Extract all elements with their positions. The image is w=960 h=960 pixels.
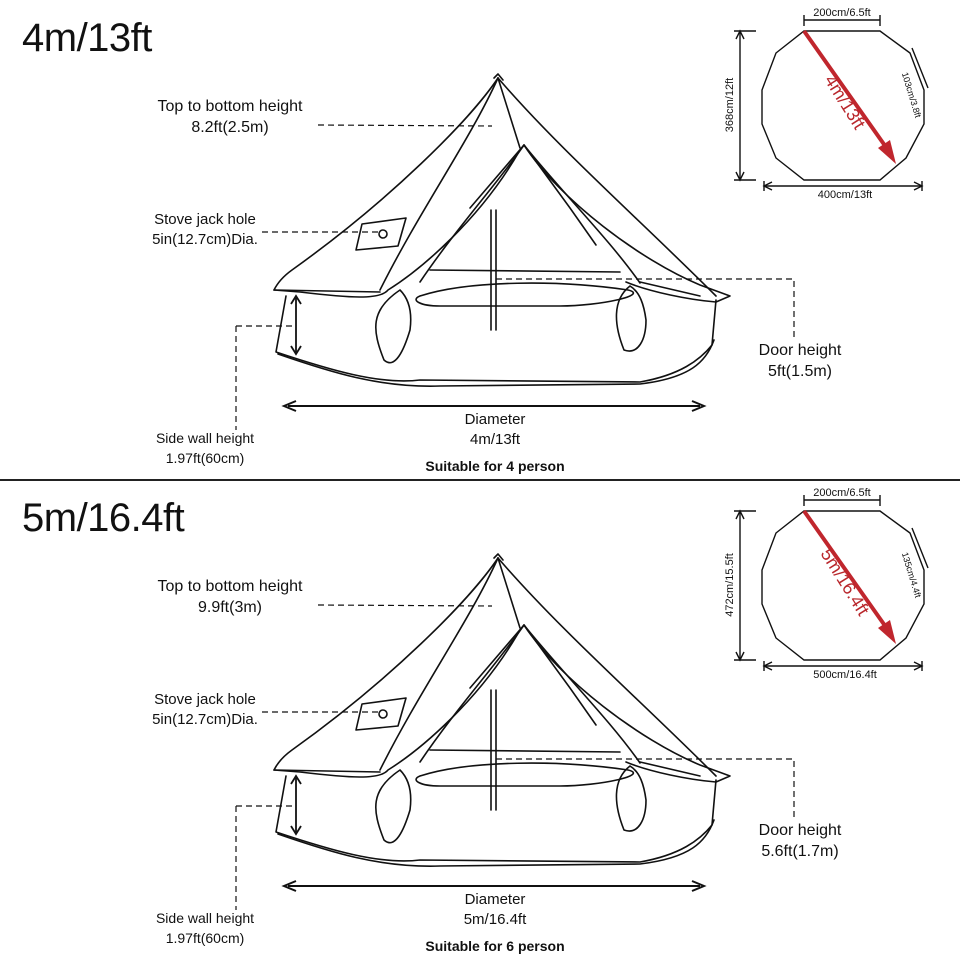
roof-outline	[273, 557, 731, 783]
roof-seam-right	[497, 77, 717, 297]
top-height-value: 9.9ft(3m)	[197, 599, 262, 616]
door-frame	[419, 144, 641, 284]
inner-back-wall	[429, 269, 621, 273]
stove-caption: Stove jack hole	[154, 691, 256, 708]
plan-height-label: 472cm/15.5ft	[724, 553, 736, 617]
panel-divider	[0, 479, 960, 481]
side-wall-label: Side wall height 1.97ft(60cm)	[140, 908, 270, 948]
wall-leader	[235, 805, 296, 910]
floor-plan	[734, 15, 929, 191]
floor	[277, 819, 715, 867]
left-flap	[375, 289, 412, 364]
door-label: Door height 5ft(1.5m)	[740, 340, 860, 382]
height-leader	[317, 604, 493, 607]
size-title: 4m/13ft	[22, 16, 152, 60]
right-flap	[615, 765, 647, 832]
plan-width-label: 400cm/13ft	[817, 189, 873, 201]
inner-floor	[415, 282, 635, 307]
size-title: 5m/16.4ft	[22, 496, 185, 540]
side-wall-caption: Side wall height	[155, 430, 255, 446]
door-frame	[419, 624, 641, 764]
stove-label: Stove jack hole 5in(12.7cm)Dia.	[140, 210, 270, 250]
diameter-caption: Diameter	[464, 891, 526, 908]
top-edge-dim	[803, 15, 881, 26]
roof-seam-front	[497, 77, 521, 149]
stove-caption: Stove jack hole	[154, 211, 256, 228]
height-dim	[734, 510, 756, 661]
side-wall	[275, 295, 717, 383]
tent-diagram	[235, 73, 795, 430]
height-dim	[734, 30, 756, 181]
top-height-caption: Top to bottom height	[157, 98, 303, 115]
guy-line-right	[639, 281, 701, 297]
stove-value: 5in(12.7cm)Dia.	[152, 711, 258, 728]
height-leader	[317, 124, 493, 127]
wall-leader	[235, 325, 296, 430]
plan-width-label: 500cm/16.4ft	[813, 669, 877, 681]
roof-seam-front	[497, 557, 521, 629]
roof-seam-right	[497, 557, 717, 777]
diameter-red-arrowhead	[878, 140, 896, 164]
inner-back-wall	[429, 749, 621, 753]
guy-line-left	[273, 289, 381, 293]
door-rope-left	[469, 144, 525, 209]
door-rope-right	[523, 624, 597, 726]
panel-4m: 4m/13ft	[22, 7, 929, 474]
stove-jack-patch	[355, 217, 407, 251]
side-wall	[275, 775, 717, 863]
floor-plan	[734, 495, 929, 671]
plan-top-edge-label: 200cm/6.5ft	[813, 487, 871, 499]
side-wall-caption: Side wall height	[155, 910, 255, 926]
diameter-red-arrowhead	[878, 620, 896, 644]
stove-value: 5in(12.7cm)Dia.	[152, 231, 258, 248]
door-rope-right	[523, 144, 597, 246]
panel-5m: 5m/16.4ft	[0, 480, 960, 960]
plan-top-edge-label: 200cm/6.5ft	[813, 7, 871, 19]
roof-seam-left	[379, 77, 499, 291]
diameter-red-arrow	[802, 29, 890, 152]
roof-outline	[273, 77, 731, 303]
side-wall-value: 1.97ft(60cm)	[165, 450, 245, 466]
diameter-label: Diameter 5m/16.4ft	[420, 890, 570, 930]
diameter-label: Diameter 4m/13ft	[420, 410, 570, 450]
capacity-label: Suitable for 6 person	[425, 938, 565, 954]
door-value: 5ft(1.5m)	[767, 363, 832, 380]
diameter-red-arrow	[802, 509, 890, 632]
side-edge-dim	[911, 527, 929, 569]
door-caption: Door height	[758, 342, 842, 359]
top-height-label: Top to bottom height 9.9ft(3m)	[140, 576, 320, 618]
diameter-caption: Diameter	[464, 411, 526, 428]
stove-jack-patch	[355, 697, 407, 731]
plan-height-label: 368cm/12ft	[724, 77, 736, 133]
top-height-label: Top to bottom height 8.2ft(2.5m)	[140, 96, 320, 138]
capacity-label: Suitable for 4 person	[425, 458, 565, 474]
dodecagon-outline	[761, 30, 925, 181]
dodecagon-outline	[761, 510, 925, 661]
apex-tip	[493, 73, 504, 81]
tent-diagram	[235, 553, 795, 910]
top-height-caption: Top to bottom height	[157, 578, 303, 595]
top-edge-dim	[803, 495, 881, 506]
door-rope-left	[469, 624, 525, 689]
side-edge-dim	[911, 47, 929, 89]
inner-floor	[415, 762, 635, 787]
roof-seam-left	[379, 557, 499, 771]
side-wall-label: Side wall height 1.97ft(60cm)	[140, 428, 270, 468]
apex-tip	[493, 553, 504, 561]
stove-jack-hole	[378, 709, 388, 719]
side-wall-value: 1.97ft(60cm)	[165, 930, 245, 946]
floor	[277, 339, 715, 387]
stove-jack-hole	[378, 229, 388, 239]
door-caption: Door height	[758, 822, 842, 839]
diameter-value: 4m/13ft	[469, 431, 521, 448]
guy-line-left	[273, 769, 381, 773]
stove-label: Stove jack hole 5in(12.7cm)Dia.	[140, 690, 270, 730]
diameter-value: 5m/16.4ft	[463, 911, 527, 928]
door-value: 5.6ft(1.7m)	[761, 843, 839, 860]
top-height-value: 8.2ft(2.5m)	[191, 119, 269, 136]
left-flap	[375, 769, 412, 844]
door-label: Door height 5.6ft(1.7m)	[740, 820, 860, 862]
right-flap	[615, 285, 647, 352]
guy-line-right	[639, 761, 701, 777]
